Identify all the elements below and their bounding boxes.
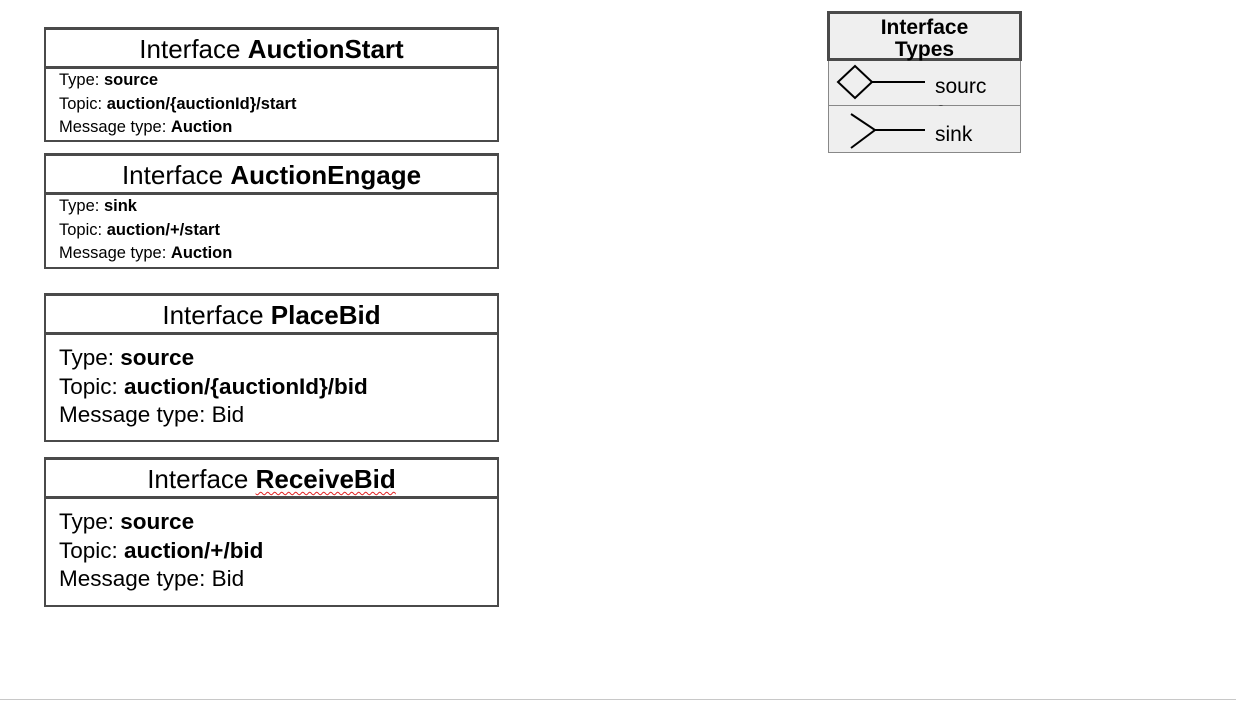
interface-types-legend[interactable]: Interface Types sourc e sink: [827, 11, 1022, 153]
type-label: Type:: [59, 509, 115, 534]
type-label: Type:: [59, 197, 100, 215]
topic-value: auction/{auctionId}/bid: [124, 373, 368, 399]
card-title: Interface ReceiveBid: [46, 460, 497, 499]
topic-value: auction/+/bid: [124, 537, 264, 563]
message-label: Message type:: [59, 402, 206, 427]
title-prefix: Interface: [121, 160, 224, 190]
topic-value: auction/+/start: [106, 220, 220, 239]
interface-card-auction-engage[interactable]: Interface AuctionEngage Type: sink Topic…: [44, 153, 499, 269]
message-value: Auction: [170, 244, 233, 262]
message-row: Message type: Auction: [59, 242, 497, 266]
topic-row: Topic: auction/+/bid: [59, 537, 497, 566]
message-label: Message type:: [59, 566, 206, 591]
interface-card-place-bid[interactable]: Interface PlaceBid Type: source Topic: a…: [44, 293, 499, 442]
topic-row: Topic: auction/{auctionId}/bid: [59, 373, 497, 402]
legend-row-source: sourc e: [828, 61, 1021, 121]
topic-row: Topic: auction/+/start: [59, 219, 497, 243]
message-row: Message type: Bid: [59, 401, 497, 430]
fork-line-icon: [850, 113, 925, 149]
message-label: Message type:: [59, 244, 167, 262]
type-label: Type:: [59, 345, 115, 370]
legend-sink-label: sink: [935, 123, 973, 146]
topic-label: Topic:: [59, 537, 118, 563]
type-label: Type:: [59, 71, 100, 89]
topic-value: auction/{auctionId}/start: [106, 94, 297, 113]
diamond-line-icon: [836, 64, 925, 100]
title-prefix: Interface: [147, 464, 249, 494]
topic-label: Topic:: [59, 94, 103, 113]
interface-card-auction-start[interactable]: Interface AuctionStart Type: source Topi…: [44, 27, 499, 142]
legend-row-sink: sink: [828, 106, 1021, 153]
message-value: Bid: [211, 566, 245, 591]
message-row: Message type: Auction: [59, 116, 497, 140]
message-row: Message type: Bid: [59, 565, 497, 594]
message-label: Message type:: [59, 118, 167, 136]
card-title: Interface AuctionEngage: [46, 156, 497, 195]
card-title: Interface PlaceBid: [46, 296, 497, 335]
interface-name: AuctionStart: [247, 34, 404, 64]
legend-title-line2: Types: [894, 38, 955, 61]
card-title: Interface AuctionStart: [46, 30, 497, 69]
title-prefix: Interface: [139, 34, 241, 64]
interface-card-receive-bid[interactable]: Interface ReceiveBid Type: source Topic:…: [44, 457, 499, 607]
type-row: Type: source: [59, 69, 497, 93]
interface-name: PlaceBid: [270, 300, 381, 330]
type-row: Type: source: [59, 508, 497, 537]
type-row: Type: sink: [59, 195, 497, 219]
legend-title: Interface Types: [827, 11, 1022, 61]
topic-label: Topic:: [59, 220, 103, 239]
bottom-divider: [0, 699, 1236, 700]
message-value: Auction: [170, 118, 233, 136]
message-value: Bid: [211, 402, 245, 427]
legend-source-label: sourc: [935, 75, 987, 98]
title-prefix: Interface: [162, 300, 264, 330]
type-value: source: [120, 509, 195, 534]
topic-label: Topic:: [59, 373, 118, 399]
type-value: source: [103, 71, 159, 89]
interface-name: AuctionEngage: [230, 160, 422, 190]
topic-row: Topic: auction/{auctionId}/start: [59, 93, 497, 117]
interface-name: ReceiveBid: [255, 464, 396, 494]
type-value: sink: [103, 197, 137, 215]
type-row: Type: source: [59, 344, 497, 373]
type-value: source: [120, 345, 195, 370]
legend-title-line1: Interface: [880, 16, 969, 39]
